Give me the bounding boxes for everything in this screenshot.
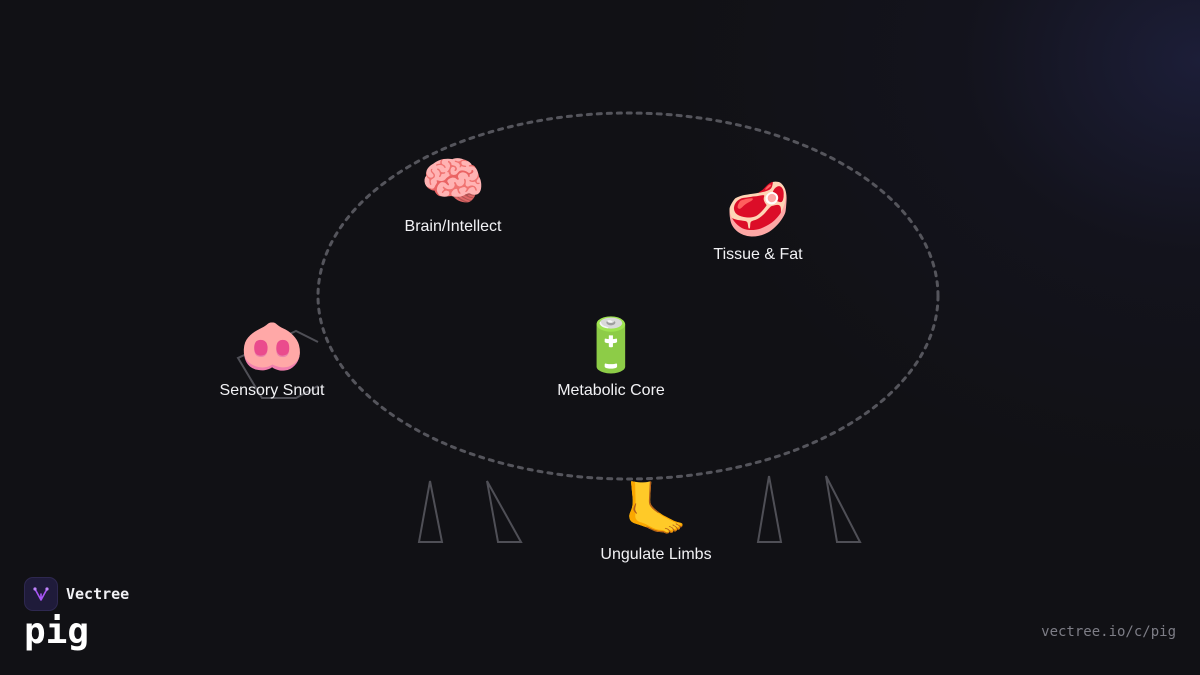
page-title: pig: [24, 611, 90, 652]
pig-body-outline: [316, 111, 940, 481]
meat-icon: 🥩: [725, 180, 791, 240]
node-label: Sensory Snout: [219, 382, 325, 399]
node-label: Metabolic Core: [557, 382, 665, 399]
snout-icon: 🐽: [239, 316, 305, 376]
pig-leg-outline: [486, 480, 523, 543]
node-label: Brain/Intellect: [404, 218, 502, 235]
node-brain: 🧠 Brain/Intellect: [353, 150, 553, 236]
pig-snout-outline: [236, 329, 319, 399]
brand: Vectree: [24, 577, 129, 611]
brain-icon: 🧠: [420, 152, 486, 212]
page-url[interactable]: vectree.io/c/pig: [1041, 624, 1176, 640]
node-core: 🔋 Metabolic Core: [511, 314, 711, 400]
vectree-logo-icon: [24, 577, 58, 611]
node-limbs: 🦶 Ungulate Limbs: [556, 478, 756, 564]
foot-icon: 🦶: [623, 480, 689, 540]
pig-leg-outline: [825, 475, 862, 543]
battery-icon: 🔋: [578, 316, 644, 376]
brand-name: Vectree: [66, 585, 130, 603]
pig-leg-outline: [417, 480, 444, 543]
node-label: Tissue & Fat: [713, 246, 803, 263]
node-snout: 🐽 Sensory Snout: [172, 314, 372, 400]
pig-leg-outline: [756, 475, 783, 543]
node-label: Ungulate Limbs: [600, 546, 712, 563]
node-tissue: 🥩 Tissue & Fat: [658, 178, 858, 264]
